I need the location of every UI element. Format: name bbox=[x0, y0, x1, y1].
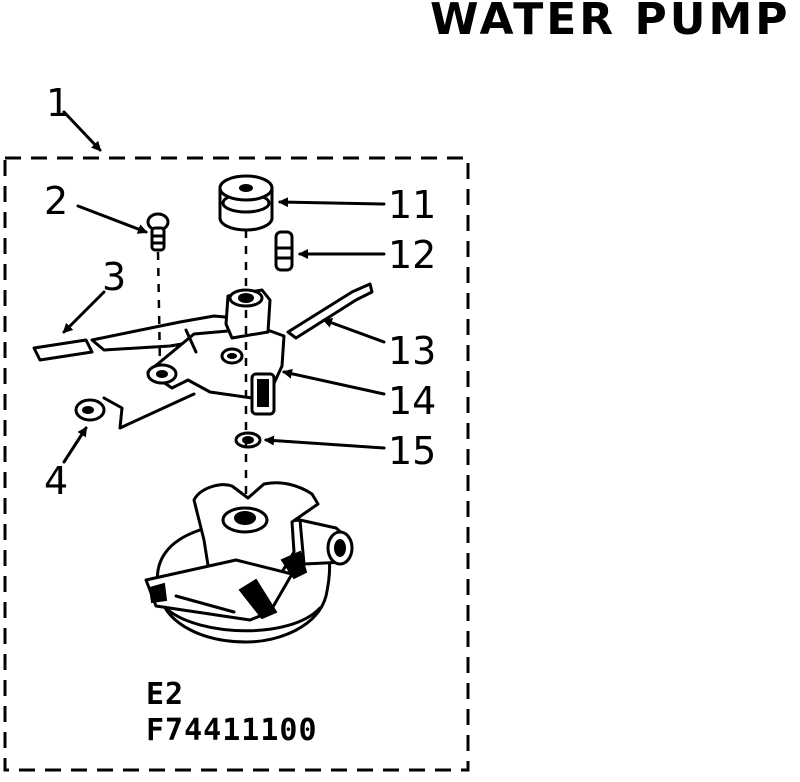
pulley-part bbox=[218, 174, 274, 232]
leader-11 bbox=[278, 197, 386, 208]
clip-part bbox=[74, 398, 106, 422]
callout-1: 1 bbox=[46, 81, 70, 125]
callout-15: 15 bbox=[388, 429, 436, 473]
screw-center-line bbox=[156, 251, 162, 367]
screw-part bbox=[146, 212, 170, 252]
callout-14: 14 bbox=[388, 379, 436, 423]
tab-part bbox=[32, 338, 94, 362]
leader-2 bbox=[76, 204, 148, 234]
pump-body bbox=[144, 481, 354, 644]
callout-3: 3 bbox=[102, 255, 126, 299]
assembly-boundary bbox=[3, 156, 470, 772]
leader-15 bbox=[264, 435, 386, 450]
callout-2: 2 bbox=[44, 179, 68, 223]
code-line-1: E2 bbox=[146, 677, 184, 712]
leader-13 bbox=[322, 318, 386, 344]
washer-part bbox=[234, 431, 262, 449]
callout-13: 13 bbox=[388, 329, 436, 373]
spring-clip-part bbox=[286, 282, 374, 340]
code-line-2: F74411100 bbox=[146, 713, 318, 748]
leader-1 bbox=[62, 110, 102, 152]
callout-12: 12 bbox=[388, 233, 436, 277]
bolt-part bbox=[274, 230, 294, 272]
leader-4 bbox=[62, 426, 88, 464]
callout-11: 11 bbox=[388, 183, 436, 227]
leader-14 bbox=[282, 368, 386, 396]
leader-3 bbox=[62, 290, 106, 334]
diagram-title: WATER PUMP bbox=[430, 0, 791, 45]
callout-4: 4 bbox=[44, 459, 68, 503]
bracket-arm-part bbox=[90, 288, 286, 430]
